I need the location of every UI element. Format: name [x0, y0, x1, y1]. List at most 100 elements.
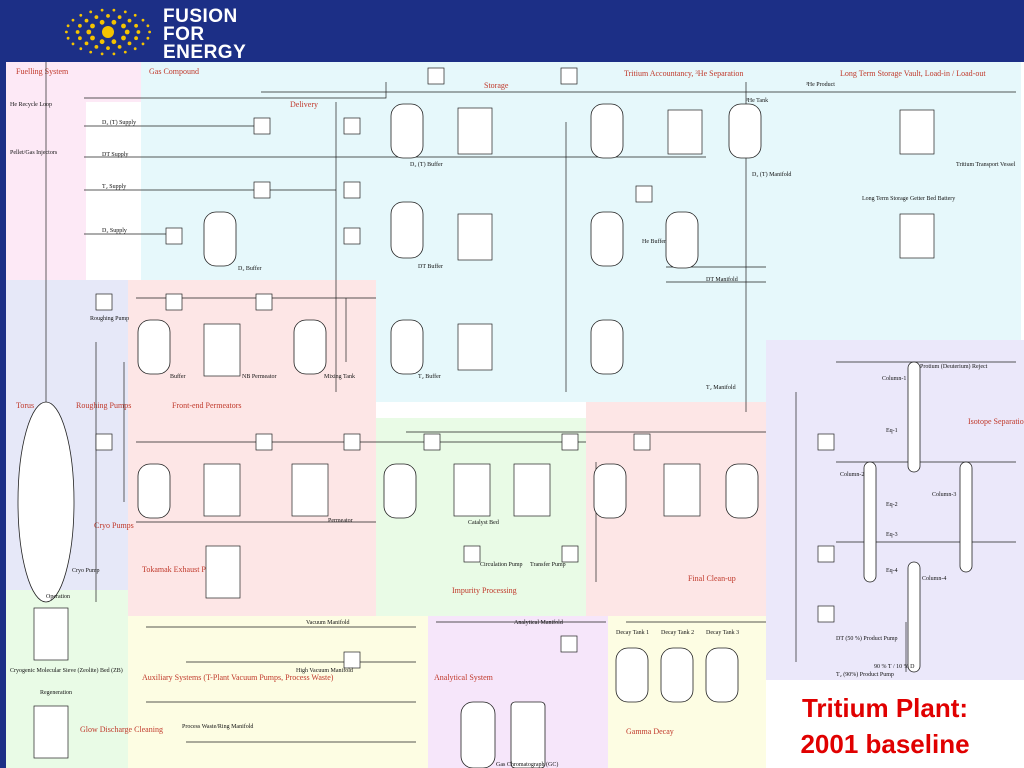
region-label-accountancy: Tritium Accountancy, ³He Separation — [624, 69, 743, 78]
logo-dot — [66, 24, 70, 28]
logo-dot — [106, 46, 110, 50]
column-3 — [959, 461, 973, 573]
logo-word-2: FOR — [163, 24, 205, 45]
header-bar: FUSION FOR ENERGY — [0, 0, 1024, 62]
column-group — [863, 361, 973, 673]
label-column-4: Column-4 — [922, 576, 946, 582]
column-2 — [863, 461, 877, 583]
logo-dot — [86, 29, 92, 35]
pump-dt-supply-t — [343, 227, 361, 245]
label-he-buffer: He Buffer — [642, 238, 666, 245]
logo-dot — [124, 29, 130, 35]
logo-dot — [89, 50, 93, 54]
label-dt-product: DT (50 %) Product Pump — [836, 635, 898, 642]
tank-analytical-buffer — [460, 701, 496, 768]
label-d2-supply: D₂ Supply — [102, 228, 127, 234]
label-roughing-pump: Roughing Pump — [90, 316, 129, 322]
label-he3-tank: ³He Tank — [746, 98, 768, 104]
label-column-2: Column-2 — [840, 472, 864, 478]
label-catalyst-bed: Catalyst Bed — [468, 520, 499, 526]
logo-dot — [84, 18, 89, 23]
pump-dt-supply-2 — [343, 181, 361, 199]
logo-dot — [121, 35, 126, 41]
logo-dot — [141, 42, 145, 46]
label-t2-buffer: T₂ Buffer — [418, 373, 441, 380]
label-regeneration: Regeneration — [40, 690, 72, 696]
label-eq2: Eq-2 — [886, 502, 898, 508]
label-he-recycle: He Recycle Loop — [10, 102, 52, 108]
label-column-3: Column-3 — [932, 492, 956, 498]
logo-dot — [90, 35, 95, 41]
storage-bed-dt — [457, 213, 493, 261]
logo-dot — [71, 42, 75, 46]
label-vacuum-manifold: Vacuum Manifold — [306, 619, 350, 626]
pump-roughing-2 — [95, 433, 113, 451]
pump-permeate-4 — [343, 433, 361, 451]
tritium-plant-flow-diagram: Fuelling System Gas Compound Delivery St… — [6, 62, 1024, 768]
transport-getter-bed — [899, 109, 935, 155]
long-term-getter-bed — [899, 213, 935, 259]
pump-circ-d2 — [560, 67, 578, 85]
region-label-auxiliary: Auxiliary Systems (T-Plant Vacuum Pumps,… — [142, 673, 334, 682]
region-label-long-term-storage: Long Term Storage Vault, Load-in / Load-… — [840, 69, 986, 78]
label-getter-bed: Long Term Storage Getter Bed Battery — [862, 196, 955, 202]
logo-dot — [146, 36, 150, 40]
pump-circulation — [463, 545, 481, 563]
cryo-sieve-operation — [33, 607, 69, 661]
tank-decay-1 — [615, 647, 649, 703]
region-label-tokamak-exhaust: Tokamak Exhaust Processing — [142, 565, 236, 574]
label-permeator: Permeator — [328, 518, 353, 524]
label-decay-tank-2: Decay Tank 2 — [661, 630, 694, 636]
label-mixing-tank: Mixing Tank — [324, 374, 355, 380]
region-label-storage: Storage — [484, 81, 509, 90]
pump-hd-feed — [817, 433, 835, 451]
label-decay-tank-3: Decay Tank 3 — [706, 630, 739, 636]
logo-dot — [127, 41, 132, 46]
logo-dot — [66, 36, 70, 40]
logo-dot — [133, 47, 137, 51]
region-label-analytical: Analytical System — [434, 673, 494, 682]
logo-dot — [65, 30, 68, 34]
logo-dot — [94, 45, 99, 49]
logo-dot — [75, 30, 80, 34]
getter-bed — [667, 109, 703, 155]
label-column-1: Column-1 — [882, 376, 906, 382]
pump-transfer — [561, 545, 579, 563]
pump-he-circ — [635, 185, 653, 203]
zone-impurity — [376, 418, 586, 616]
catalyst-bed-box — [453, 463, 491, 517]
tank-d2-t-tank — [590, 103, 624, 159]
slide-title-line-1: Tritium Plant: — [801, 693, 969, 723]
logo-dot — [123, 50, 127, 54]
fusion-for-energy-logo-icon — [65, 8, 151, 56]
pump-d2-t — [427, 67, 445, 85]
logo-dot — [111, 19, 117, 25]
tank-mixing — [293, 319, 327, 375]
tank-decay-3 — [705, 647, 739, 703]
tank-decay-2 — [660, 647, 694, 703]
pump-group — [95, 67, 835, 669]
label-nb-permeator: NB Permeator — [242, 374, 277, 380]
pump-permeate-1 — [165, 293, 183, 311]
tank-buffer-front-end — [137, 463, 171, 519]
label-t2-manifold: T₂ Manifold — [706, 384, 736, 391]
bed-group — [33, 107, 935, 759]
label-d2-t-manifold: D₂ (T) Manifold — [752, 171, 791, 178]
region-label-gamma-decay: Gamma Decay — [626, 727, 674, 736]
logo-dot — [71, 18, 75, 22]
label-t2-product: T₂ (90%) Product Pump — [836, 671, 894, 678]
logo-word-1: FUSION — [163, 6, 238, 27]
label-eq3: Eq-3 — [886, 532, 898, 538]
logo-dot — [100, 52, 104, 56]
tank-dt-buffer-cleanup — [725, 463, 759, 519]
label-process-waste-manifold: Process Waste/Ring Manifold — [182, 723, 253, 730]
zone-gas-compound — [86, 62, 141, 102]
column-1 — [907, 361, 921, 473]
label-analytical-manifold: Analytical Manifold — [514, 619, 563, 626]
label-dt-manifold: DT Manifold — [706, 276, 738, 283]
slide-title: Tritium Plant: 2001 baseline — [760, 690, 1010, 762]
slide-title-line-2: 2001 baseline — [800, 729, 970, 759]
impurity-permeator-box — [513, 463, 551, 517]
region-label-delivery: Delivery — [290, 100, 318, 109]
tank-group — [17, 103, 762, 768]
